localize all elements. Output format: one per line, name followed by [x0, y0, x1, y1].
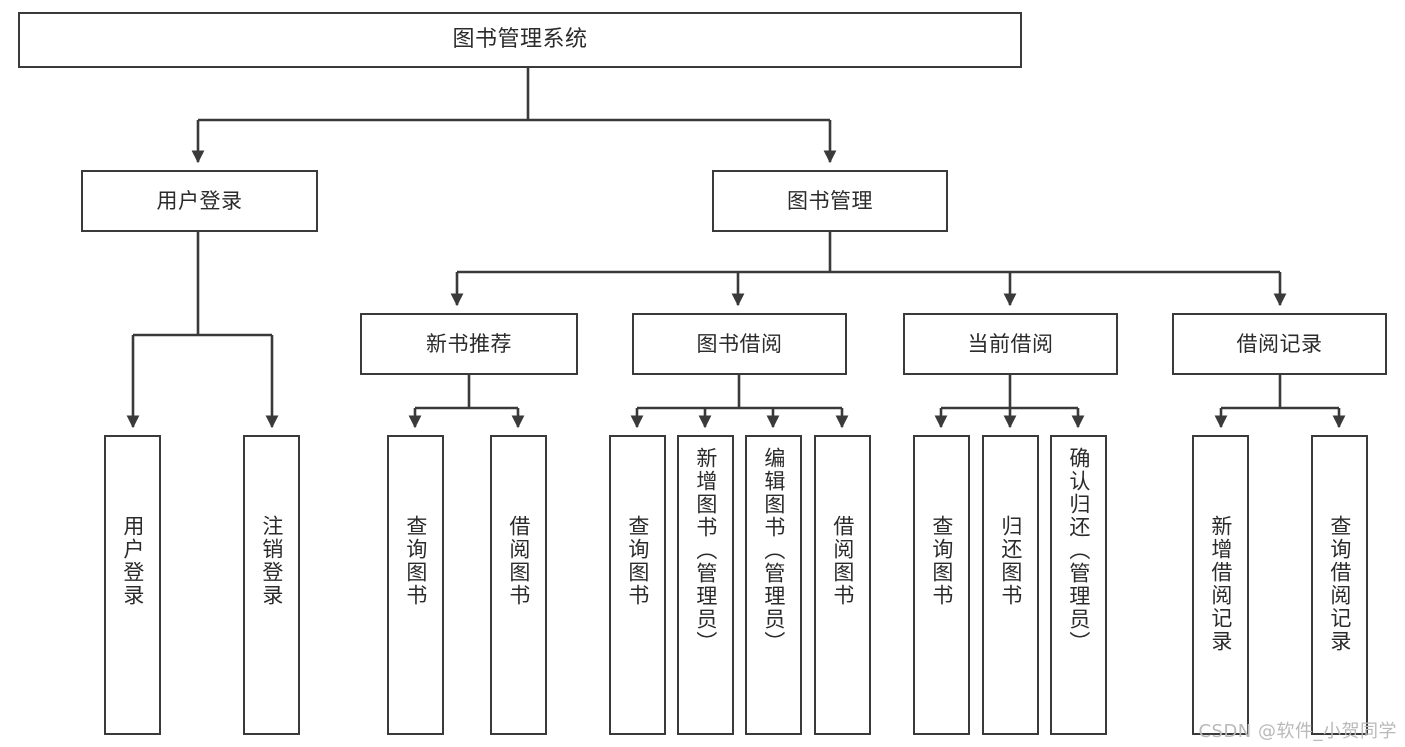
node-label: 当前借阅	[967, 331, 1054, 356]
node-label: 图书借阅	[696, 331, 783, 356]
node-label: 用户登录	[156, 188, 243, 213]
node-leaf-add-book-admin[interactable]: 新增图书（管理员）	[677, 435, 734, 735]
node-root-book-management-system[interactable]: 图书管理系统	[18, 12, 1022, 68]
node-leaf-logout[interactable]: 注销登录	[243, 435, 300, 735]
node-label: 图书管理系统	[452, 27, 588, 53]
node-label: 新增图书（管理员）	[693, 447, 718, 654]
node-leaf-query-book-current[interactable]: 查询图书	[913, 435, 970, 735]
node-leaf-user-login[interactable]: 用户登录	[104, 435, 161, 735]
node-current-borrowing[interactable]: 当前借阅	[903, 313, 1118, 375]
node-label: 查询图书	[929, 515, 954, 607]
node-label: 图书管理	[787, 188, 873, 213]
node-borrowing-records[interactable]: 借阅记录	[1172, 313, 1387, 375]
node-leaf-return-book[interactable]: 归还图书	[982, 435, 1039, 735]
node-label: 编辑图书（管理员）	[761, 447, 786, 654]
node-leaf-query-book-new[interactable]: 查询图书	[387, 435, 444, 735]
node-leaf-borrow-book[interactable]: 借阅图书	[814, 435, 871, 735]
node-label: 查询借阅记录	[1327, 515, 1352, 653]
watermark: CSDN @软件_小贺同学	[1198, 721, 1397, 742]
node-label: 借阅记录	[1236, 331, 1323, 356]
node-label: 归还图书	[998, 515, 1023, 607]
node-label: 用户登录	[120, 515, 145, 607]
node-label: 借阅图书	[830, 515, 855, 607]
node-label: 新书推荐	[426, 331, 512, 356]
node-leaf-add-borrow-record[interactable]: 新增借阅记录	[1192, 435, 1249, 735]
node-leaf-edit-book-admin[interactable]: 编辑图书（管理员）	[745, 435, 802, 735]
node-new-book-recommendation[interactable]: 新书推荐	[360, 313, 578, 375]
node-leaf-borrow-book-new[interactable]: 借阅图书	[490, 435, 547, 735]
node-leaf-query-borrow-record[interactable]: 查询借阅记录	[1311, 435, 1368, 735]
node-book-management[interactable]: 图书管理	[712, 170, 948, 232]
node-label: 借阅图书	[506, 515, 531, 607]
node-book-borrowing[interactable]: 图书借阅	[632, 313, 847, 375]
node-label: 查询图书	[403, 515, 428, 607]
node-label: 查询图书	[625, 515, 650, 607]
node-label: 确认归还（管理员）	[1066, 447, 1091, 654]
node-label: 注销登录	[259, 515, 284, 607]
node-label: 新增借阅记录	[1208, 515, 1233, 653]
node-leaf-confirm-return-admin[interactable]: 确认归还（管理员）	[1050, 435, 1107, 735]
node-leaf-query-book-borrow[interactable]: 查询图书	[609, 435, 666, 735]
node-user-login[interactable]: 用户登录	[81, 170, 318, 232]
